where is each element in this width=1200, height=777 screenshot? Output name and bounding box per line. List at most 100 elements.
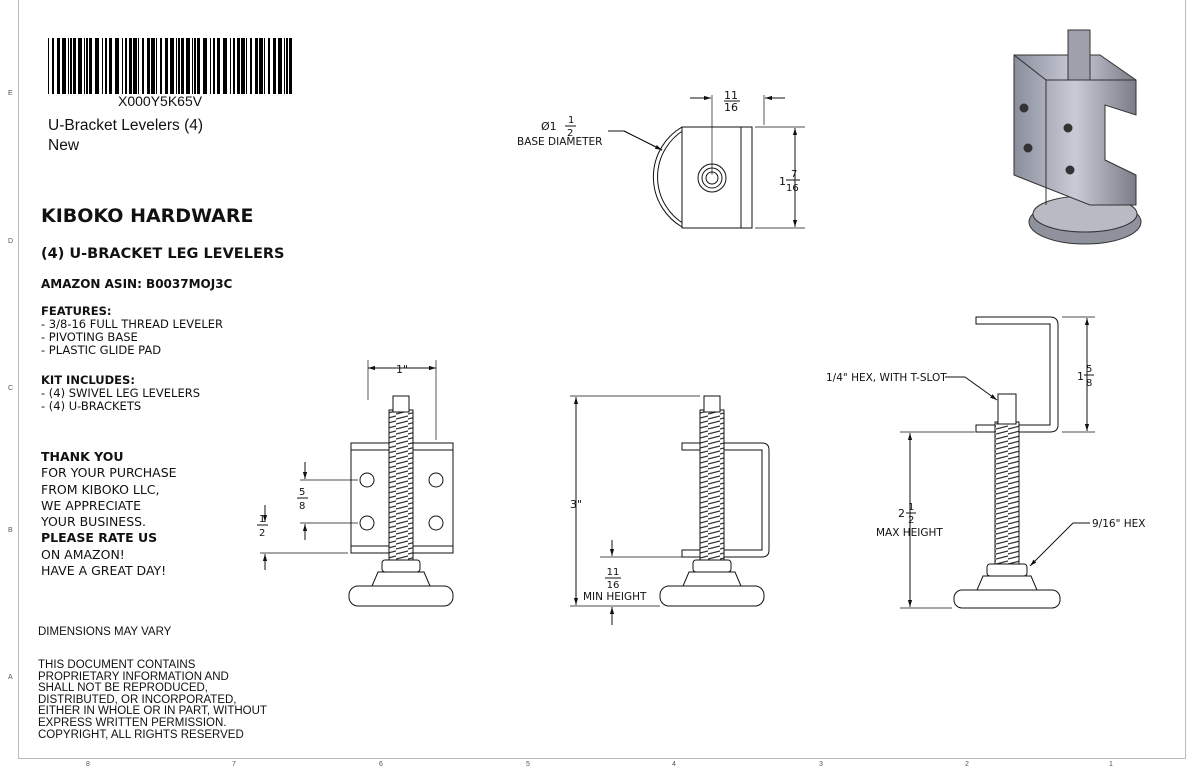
legal-line: EXPRESS WRITTEN PERMISSION. bbox=[38, 716, 227, 729]
barcode-bar bbox=[125, 38, 127, 94]
dim-top-width: 11 16 bbox=[724, 89, 740, 114]
thanks-heading: THANK YOU bbox=[41, 449, 124, 464]
zone-d: D bbox=[8, 238, 14, 245]
kit-list: KIT INCLUDES: - (4) SWIVEL LEG LEVELERS … bbox=[41, 374, 200, 413]
svg-text:1: 1 bbox=[568, 115, 574, 126]
barcode-bar bbox=[203, 38, 207, 94]
barcode-bar bbox=[259, 38, 263, 94]
dim-min-height: 11 16 MIN HEIGHT bbox=[583, 567, 647, 603]
barcode-bar bbox=[142, 38, 144, 94]
barcode-bar bbox=[115, 38, 119, 94]
barcode-bar bbox=[151, 38, 155, 94]
svg-text:Ø1: Ø1 bbox=[541, 120, 557, 133]
dim-front-width: 1" bbox=[396, 363, 408, 376]
dim-top-height: 1 7 16 bbox=[779, 169, 800, 194]
rate-heading: PLEASE RATE US bbox=[41, 530, 158, 546]
barcode-bar bbox=[237, 38, 240, 94]
side-view-max-height bbox=[900, 316, 1095, 609]
barcode-bar bbox=[230, 38, 231, 94]
dim-hole-spacing: 5 8 bbox=[297, 487, 308, 512]
zone-3: 3 bbox=[819, 761, 823, 768]
features-heading: FEATURES: bbox=[41, 304, 112, 318]
zone-6: 6 bbox=[379, 761, 383, 768]
zone-5: 5 bbox=[526, 761, 530, 768]
dim-hole-offset: 1 2 bbox=[257, 514, 268, 539]
company-name: KIBOKO HARDWARE bbox=[41, 205, 254, 227]
kit-item: - (4) SWIVEL LEG LEVELERS bbox=[41, 386, 201, 400]
barcode-bar bbox=[278, 38, 282, 94]
barcode-bar bbox=[223, 38, 227, 94]
barcode-bar bbox=[109, 38, 112, 94]
barcode-bar bbox=[213, 38, 215, 94]
barcode-bar bbox=[62, 38, 66, 94]
thanks-line: WE APPRECIATE bbox=[41, 497, 141, 513]
kit-heading: KIT INCLUDES: bbox=[41, 373, 135, 387]
svg-text:BASE DIAMETER: BASE DIAMETER bbox=[517, 136, 602, 148]
drawing-frame bbox=[18, 0, 1186, 759]
dim-base-diameter: Ø1 1 2 BASE DIAMETER bbox=[517, 115, 602, 148]
dimensions-note: DIMENSIONS MAY VARY bbox=[38, 626, 172, 638]
barcode-bar bbox=[178, 38, 180, 94]
rate-line: ON AMAZON! bbox=[41, 546, 125, 562]
barcode-bar bbox=[286, 38, 288, 94]
legal-notice: THIS DOCUMENT CONTAINS PROPRIETARY INFOR… bbox=[38, 659, 267, 741]
thanks-line: FOR YOUR PURCHASE bbox=[41, 465, 177, 481]
barcode-bar bbox=[84, 38, 85, 94]
barcode-bar bbox=[89, 38, 92, 94]
barcode-bar bbox=[156, 38, 157, 94]
barcode bbox=[48, 38, 292, 94]
zone-b: B bbox=[8, 527, 13, 534]
barcode-bar bbox=[194, 38, 196, 94]
front-view bbox=[260, 360, 454, 607]
svg-text:16: 16 bbox=[724, 101, 738, 114]
condition: New bbox=[48, 137, 80, 154]
legal-line: THIS DOCUMENT CONTAINS bbox=[38, 659, 196, 671]
svg-text:2: 2 bbox=[908, 515, 914, 526]
side-view-min-height bbox=[570, 395, 770, 625]
barcode-text: X000Y5K65V bbox=[118, 93, 203, 109]
top-view bbox=[608, 95, 805, 229]
legal-line: SHALL NOT BE REPRODUCED, bbox=[38, 682, 208, 695]
barcode-bar bbox=[129, 38, 132, 94]
barcode-bar bbox=[250, 38, 252, 94]
asin: AMAZON ASIN: B0037MOJ3C bbox=[41, 277, 233, 291]
svg-text:8: 8 bbox=[299, 501, 305, 512]
legal-line: DISTRIBUTED, OR INCORPORATED, bbox=[38, 693, 237, 706]
barcode-bar bbox=[102, 38, 103, 94]
svg-text:1: 1 bbox=[908, 502, 914, 513]
barcode-bar bbox=[165, 38, 168, 94]
product-title: (4) U-BRACKET LEG LEVELERS bbox=[41, 246, 285, 262]
product-name: U-Bracket Levelers (4) bbox=[48, 117, 204, 134]
zone-2: 2 bbox=[965, 761, 969, 768]
barcode-bar bbox=[241, 38, 245, 94]
legal-line: COPYRIGHT, ALL RIGHTS RESERVED bbox=[38, 728, 244, 741]
feature-item: - PLASTIC GLIDE PAD bbox=[41, 343, 162, 357]
svg-text:1: 1 bbox=[1077, 370, 1084, 383]
barcode-bar bbox=[176, 38, 177, 94]
svg-text:MIN HEIGHT: MIN HEIGHT bbox=[583, 591, 647, 603]
svg-text:11: 11 bbox=[724, 89, 738, 102]
barcode-bar bbox=[170, 38, 174, 94]
barcode-bar bbox=[273, 38, 276, 94]
barcode-bar bbox=[264, 38, 265, 94]
zone-1: 1 bbox=[1109, 761, 1113, 768]
barcode-bar bbox=[105, 38, 107, 94]
barcode-bar bbox=[217, 38, 220, 94]
dim-max-height: 2 1 2 MAX HEIGHT bbox=[876, 502, 943, 539]
svg-text:5: 5 bbox=[1086, 364, 1092, 375]
zone-8: 8 bbox=[86, 761, 90, 768]
svg-text:2: 2 bbox=[567, 128, 573, 139]
zone-7: 7 bbox=[232, 761, 236, 768]
zone-c: C bbox=[8, 385, 14, 392]
features-list: FEATURES: - 3/8-16 FULL THREAD LEVELER -… bbox=[41, 305, 223, 357]
barcode-bar bbox=[78, 38, 82, 94]
barcode-bar bbox=[210, 38, 211, 94]
hex-bottom-callout: 9/16" HEX bbox=[1092, 518, 1145, 530]
hex-top-callout: 1/4" HEX, WITH T-SLOT bbox=[826, 372, 947, 384]
thank-you-note: THANK YOU FOR YOUR PURCHASE FROM KIBOKO … bbox=[41, 449, 177, 579]
svg-text:11: 11 bbox=[607, 567, 620, 578]
thanks-line: FROM KIBOKO LLC, bbox=[41, 481, 160, 497]
barcode-bar bbox=[70, 38, 72, 94]
kit-item: - (4) U-BRACKETS bbox=[41, 399, 142, 413]
